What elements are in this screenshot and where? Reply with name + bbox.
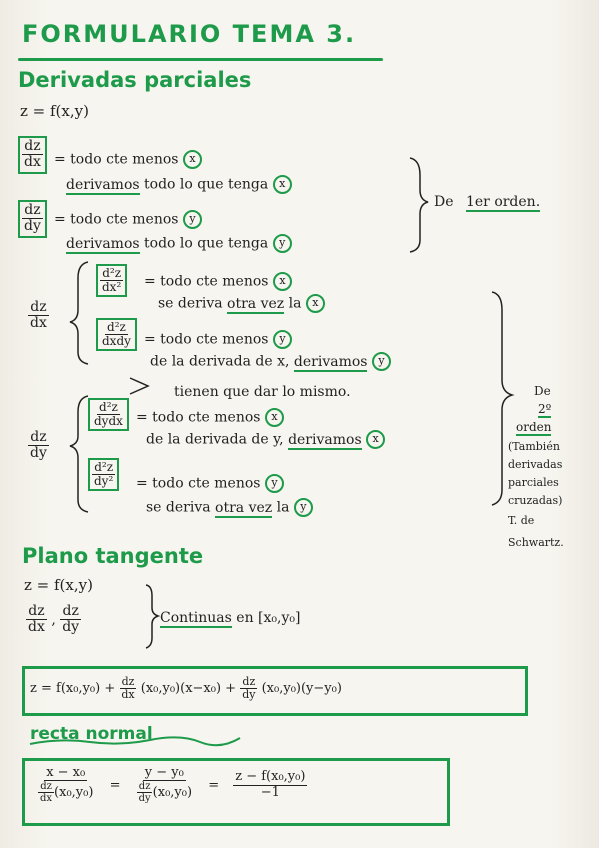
side-l2: derivadas <box>508 458 563 471</box>
dzdx-rule-line2: derivamos todo lo que tenga x <box>66 175 292 195</box>
circled-y: y <box>272 234 292 253</box>
connector-arrow <box>129 377 150 395</box>
brace-dzdy <box>69 395 89 513</box>
side-l4: cruzadas) <box>508 494 563 507</box>
side-num: 2º <box>538 402 552 418</box>
circled-x: x <box>272 272 292 291</box>
second-dxy: d²z dxdy <box>96 318 137 352</box>
side-l1: (También <box>508 440 560 453</box>
fraction-dzdy: dz dy <box>18 200 47 238</box>
circled-x: x <box>305 294 325 313</box>
section-heading-recta: recta normal <box>30 724 153 744</box>
recta-formula-box <box>22 758 450 826</box>
dxy-rule-line1: = todo cte menos y <box>144 330 292 349</box>
plano-function: z = f(x,y) <box>24 576 93 594</box>
equality-note: tienen que dar lo mismo. <box>174 384 351 400</box>
second-dzdy: dz dy <box>28 429 49 462</box>
dzdx-rule-line1: = todo cte menos x <box>54 150 202 169</box>
circled-x: x <box>366 430 386 449</box>
second-dyx: d²z dydx <box>88 398 129 432</box>
brace-dzdx <box>69 261 89 365</box>
brace-second-order <box>491 291 515 506</box>
section-heading-derivadas: Derivadas parciales <box>18 68 252 92</box>
page-title: FORMULARIO TEMA 3. <box>22 20 357 48</box>
brace-plano <box>145 584 161 649</box>
second-dxx: d²z dx² <box>96 264 128 298</box>
title-underline <box>18 58 383 61</box>
side-orden: orden <box>516 420 552 436</box>
circled-y: y <box>264 474 284 493</box>
dzdy-rule-line2: derivamos todo lo que tenga y <box>66 234 292 254</box>
fraction-dzdx: dz dx <box>18 136 47 174</box>
first-order-label: De 1er orden. <box>434 194 541 212</box>
plano-condition: Continuas en [x₀,y₀] <box>160 610 301 628</box>
dxx-rule-line1: = todo cte menos x <box>144 272 292 291</box>
section-heading-plano: Plano tangente <box>22 544 204 568</box>
circled-y: y <box>371 352 391 371</box>
partial-dzdx: dz dx <box>18 136 47 174</box>
brace-first-order <box>409 157 429 253</box>
circled-x: x <box>264 408 284 427</box>
second-dyy: d²z dy² <box>88 458 120 492</box>
plano-formula-box <box>22 666 528 716</box>
second-dzdx: dz dx <box>28 299 49 332</box>
dxy-rule-line2: de la derivada de x, derivamos y <box>150 352 391 372</box>
circled-y: y <box>293 498 313 517</box>
circled-y: y <box>182 210 202 229</box>
recta-normal-squiggle <box>29 736 241 747</box>
dzdy-rule-line1: = todo cte menos y <box>54 210 202 229</box>
side-l5: T. de <box>508 514 535 527</box>
dyy-rule-line1: = todo cte menos y <box>136 474 284 493</box>
dxx-rule-line2: se deriva otra vez la x <box>158 294 325 314</box>
dyx-rule-line1: = todo cte menos x <box>136 408 284 427</box>
dyy-rule-line2: se deriva otra vez la y <box>146 498 313 518</box>
side-l6: Schwartz. <box>508 536 564 549</box>
circled-y: y <box>272 330 292 349</box>
circled-x: x <box>182 150 202 169</box>
side-l3: parciales <box>508 476 559 489</box>
partial-dzdy: dz dy <box>18 200 47 238</box>
circled-x: x <box>272 175 292 194</box>
side-de: De <box>534 384 551 398</box>
dyx-rule-line2: de la derivada de y, derivamos x <box>146 430 386 450</box>
function-definition: z = f(x,y) <box>20 102 89 120</box>
